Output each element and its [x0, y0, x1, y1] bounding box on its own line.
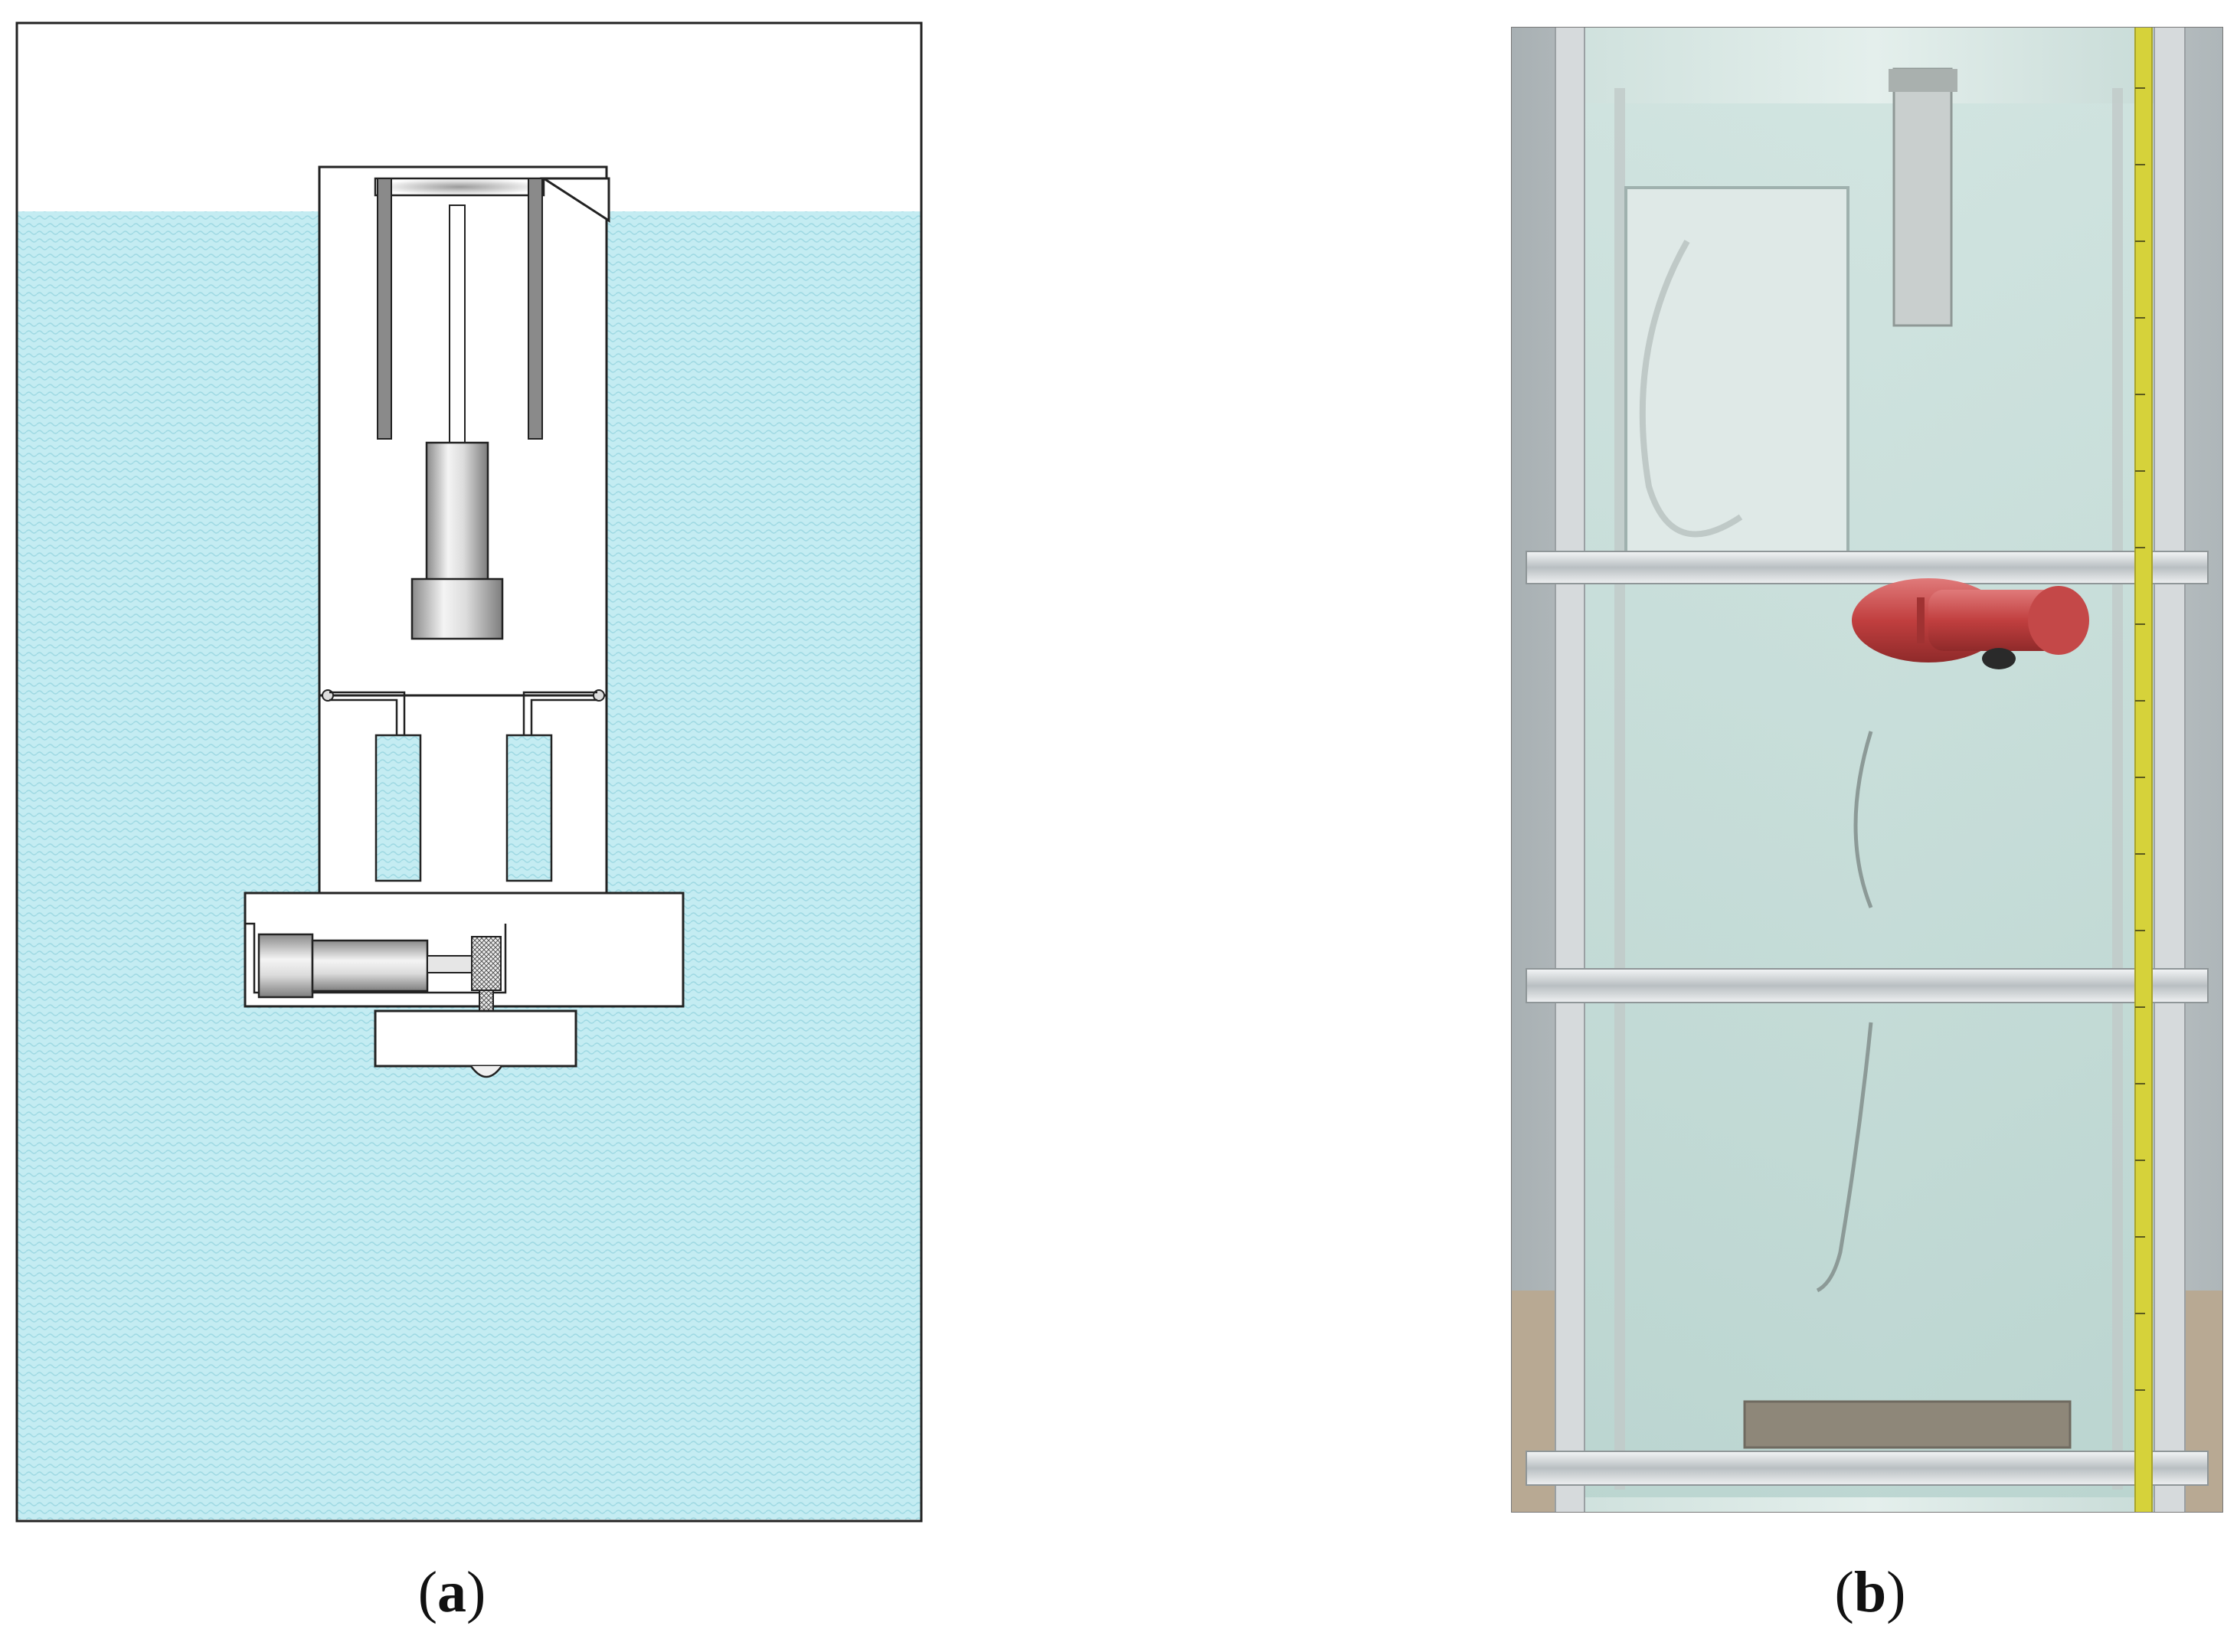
bottom-plate [374, 1009, 577, 1068]
motor-cavity [245, 922, 507, 994]
motor-body [257, 933, 314, 999]
piston-head [410, 577, 504, 640]
frame-bar-bottom [1526, 1451, 2209, 1486]
tape-tick-marks [2135, 87, 2145, 1391]
caption-b: (b) [1834, 1560, 1906, 1624]
drive-shaft [427, 955, 474, 973]
mid-section [318, 694, 608, 896]
inner-right-post [2112, 88, 2123, 1490]
caption-b-letter: b [1853, 1560, 1887, 1624]
schematic-panel [15, 21, 923, 1523]
tank-base-plate [1743, 1400, 2072, 1449]
inlet-pipe-cap [1889, 69, 1957, 92]
piston-cylinder [425, 441, 489, 586]
gear-knurl [471, 936, 502, 991]
water-tank-photo [1511, 27, 2223, 1513]
left-frame-post [1555, 27, 1585, 1513]
red-robot [1852, 578, 2089, 669]
frame-bar-middle [1526, 968, 2209, 1003]
right-float [505, 734, 553, 882]
measuring-tape [2134, 27, 2153, 1513]
right-guide-rail [528, 178, 543, 440]
inner-left-post [1614, 88, 1625, 1490]
caption-a-letter: a [437, 1560, 466, 1624]
housing-cap [539, 177, 610, 223]
tether-cable [1816, 731, 1873, 1293]
center-rod [449, 204, 466, 459]
left-guide-rail [377, 178, 392, 440]
left-float [374, 734, 422, 882]
hose [1639, 240, 1743, 538]
frame-bar-top [1526, 551, 2209, 584]
bottom-sensor [469, 1065, 503, 1078]
photo-housing [1624, 186, 1849, 557]
top-plate [374, 177, 545, 197]
gear-housing [311, 939, 429, 993]
right-tube [522, 691, 597, 735]
right-frame-post [2154, 27, 2186, 1513]
inlet-pipe [1892, 67, 1953, 327]
caption-a: (a) [417, 1560, 486, 1624]
left-tube [329, 691, 406, 735]
photo-panel [1511, 27, 2223, 1513]
lifting-mechanism-diagram [15, 21, 923, 1523]
